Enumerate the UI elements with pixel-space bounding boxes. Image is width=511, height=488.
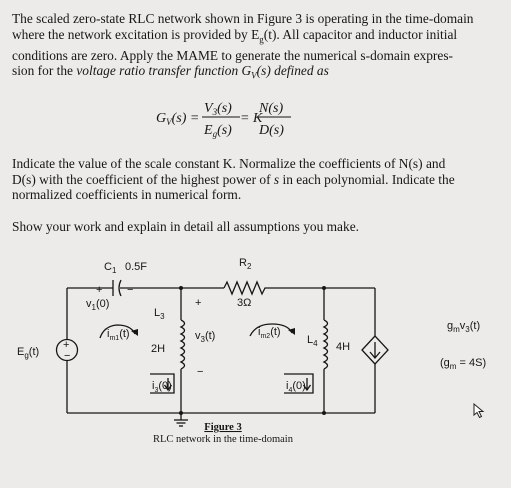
intro-line-4: sion for the voltage ratio transfer func… [12,63,329,82]
capacitor-c1 [112,279,122,297]
l4-value: 4H [336,341,350,353]
node-dot [322,286,326,290]
node-dot [322,411,326,415]
resistor-r2 [223,280,268,296]
i3-initial-label: i3(0) [152,380,172,394]
intro-line-3: conditions are zero. Apply the MAME to g… [12,47,454,63]
l3-value: 2H [151,343,165,355]
mesh-arrow-im2-icon [249,323,293,337]
dependent-current-source [361,335,389,365]
svg-text:N(s): N(s) [258,101,283,116]
v3-label: v3(t) [195,330,215,344]
intro-line-1: The scaled zero-state RLC network shown … [12,11,474,26]
im2-label: im2(t) [258,326,281,340]
source-minus: − [64,350,70,362]
show-work-note: Show your work and explain in detail all… [12,219,359,234]
instruction-line-1: Indicate the value of the scale constant… [12,156,446,171]
v3-minus: − [197,366,203,378]
l4-label: L4 [307,334,318,348]
v1-initial-label: v1(0) [86,298,109,312]
svg-text:Eg(s): Eg(s) [203,123,232,139]
initial-current-arrow-icon [302,378,312,392]
voltage-source-eg [55,338,79,362]
im1-label: im1(t) [107,328,130,342]
svg-text:GV(s) =: GV(s) = [156,111,199,127]
dependent-source-label: gmv3(t) [447,320,480,334]
instruction-line-3: normalized coefficients in numerical for… [12,187,242,203]
i4-initial-label: i4(0) [286,380,306,394]
svg-text:V3(s): V3(s) [204,101,232,117]
ground-icon [174,413,188,427]
initial-current-box-i4 [284,373,314,394]
figure-title: Figure 3 [204,422,241,433]
transfer-function-equation: GV(s) = V3(s) Eg(s) = K N(s) D(s) [156,101,291,139]
v1-plus: + [96,284,102,296]
inductor-l3 [179,288,186,413]
c1-value: 0.5F [125,261,147,273]
gm-value-note: (gm = 4S) [440,357,486,371]
source-plus: + [63,339,69,351]
v1-minus: − [127,284,133,296]
intro-line-2: where the network excitation is provided… [12,26,458,45]
r2-label: R2 [239,257,252,271]
mesh-arrowhead-icon [288,328,295,335]
r2-value: 3Ω [237,297,251,309]
v3-plus: + [195,297,201,309]
mesh-arrow-im1-icon [99,324,136,339]
figure-caption: RLC network in the time-domain [153,434,294,445]
inductor-l4 [322,288,329,413]
cursor-arrow-icon [473,403,485,419]
instructions: Indicate the value of the scale constant… [12,156,502,203]
node-dot [179,286,183,290]
rlc-circuit-figure: C1 0.5F + v1(0) − R2 3Ω Eg(t) + − im1(t)… [17,257,486,445]
mesh-arrowhead-icon [131,329,138,336]
source-arrow-icon [369,342,381,360]
node-dot [179,411,183,415]
svg-text:D(s): D(s) [258,123,284,138]
initial-current-box-i3 [150,373,175,394]
l3-label: L3 [154,307,165,321]
eg-label: Eg(t) [17,346,39,360]
instruction-line-2: D(s) with the coefficient of the highest… [12,171,455,187]
problem-statement: The scaled zero-state RLC network shown … [12,11,507,85]
c1-label: C1 [104,261,117,275]
initial-current-arrow-icon [163,378,173,392]
svg-text:= K: = K [240,111,263,126]
